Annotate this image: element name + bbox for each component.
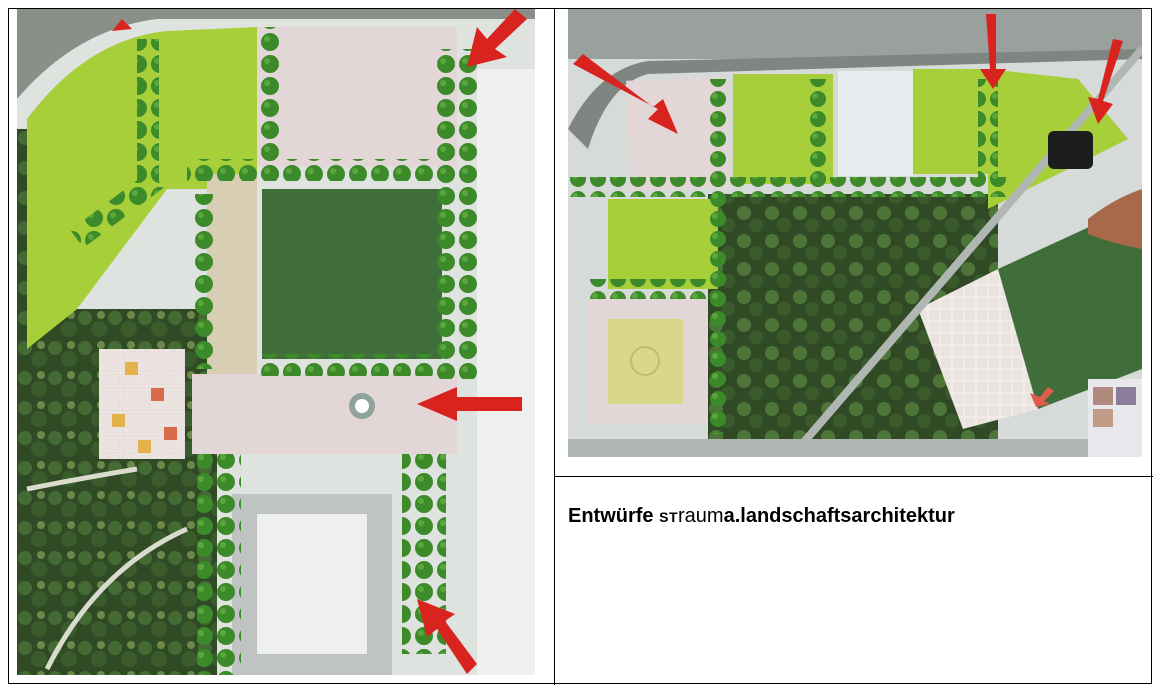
- caption-part-4: a.landschaftsarchitektur: [723, 505, 955, 527]
- caption-part-3: raum: [678, 505, 724, 527]
- site-plan-photo-right: [568, 9, 1142, 457]
- layout-table: [8, 8, 1153, 685]
- site-plan-left-graphic: [17, 9, 535, 675]
- row-divider: [554, 476, 1153, 477]
- caption: Entwürfe STrauma.landschaftsarchitektur: [568, 505, 955, 528]
- site-plan-right-graphic: [568, 9, 1142, 457]
- caption-part-2: ST: [659, 509, 679, 525]
- site-plan-photo-left: [17, 9, 535, 675]
- column-divider: [554, 9, 555, 685]
- caption-part-1: Entwürfe: [568, 505, 660, 527]
